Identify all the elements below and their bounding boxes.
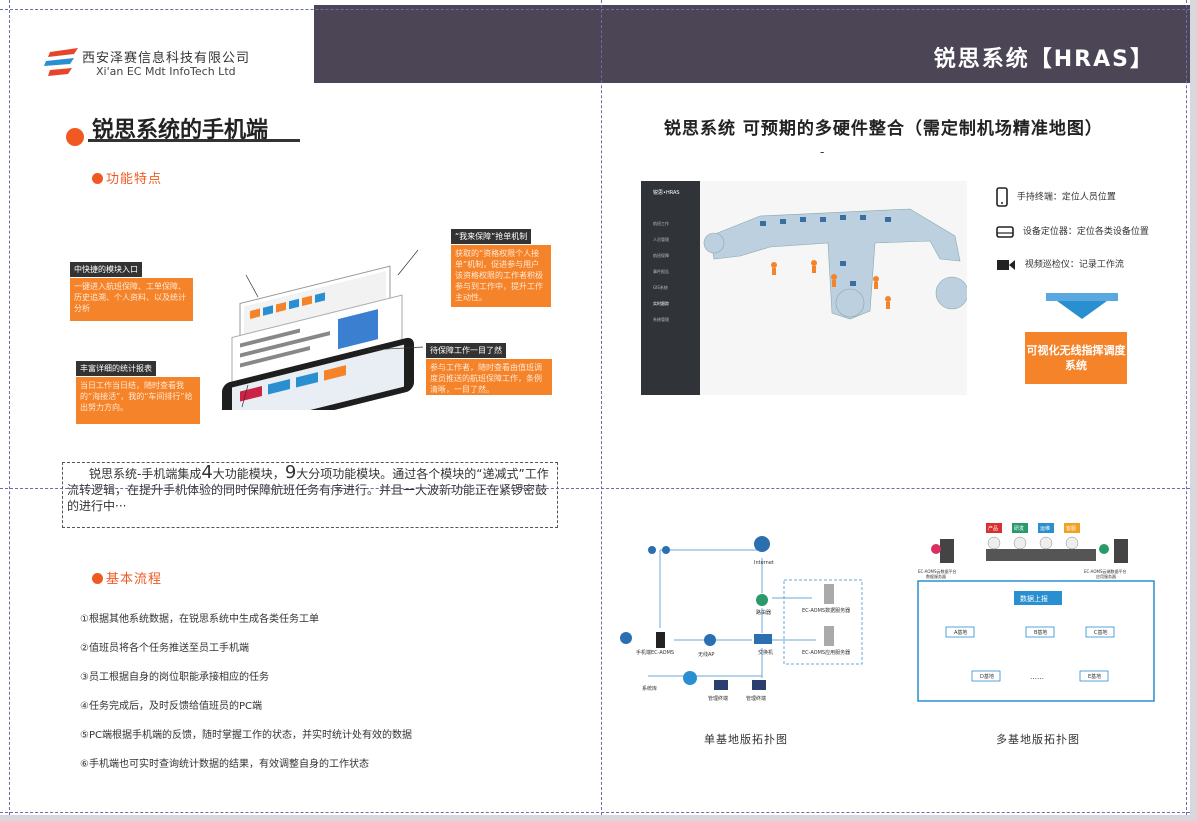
callout-body: 一键进入航班保障、工单保障、历史追溯、个人资料、以及统计分析 bbox=[70, 278, 193, 321]
bullet-dot-icon bbox=[92, 573, 103, 584]
svg-text:数据服务器: 数据服务器 bbox=[926, 573, 946, 579]
callout-body: 参与工作者，随时查看由值班调度员推送的航班保障工作，条例清晰，一目了然。 bbox=[426, 359, 552, 395]
intro-paragraph: 锐思系统-手机端集成4大功能模块，9大分项功能模块。通过各个模块的“递减式”工作… bbox=[62, 462, 558, 528]
guide-line bbox=[9, 0, 10, 815]
svg-text:……: …… bbox=[1030, 673, 1044, 681]
multi-site-caption: 多基地版拓扑图 bbox=[996, 733, 1080, 746]
device-camera: 视频巡检仪：记录工作流 bbox=[996, 257, 1124, 272]
airport-map-screenshot: 锐思•HRAS 航班工作 人员管理 航班保障 事件报告 GIS系统 实时跟踪 系… bbox=[641, 181, 967, 395]
left-main-title: 锐思系统的手机端 bbox=[92, 118, 269, 143]
process-step: ⑥手机端也可实时查询统计数据的结果，有效调整自身的工作状态 bbox=[80, 759, 369, 770]
svg-text:客服: 客服 bbox=[1066, 525, 1076, 532]
single-site-topology-diagram: Internet 路由器 EC-AOMS数据服务器 EC-AOMS应用服务器 手… bbox=[620, 536, 863, 702]
svg-text:路由器: 路由器 bbox=[756, 609, 771, 616]
callout-title: 待保障工作一目了然 bbox=[426, 343, 506, 358]
svg-text:产品: 产品 bbox=[988, 525, 998, 532]
svg-text:EC-AOMS应用服务器: EC-AOMS应用服务器 bbox=[802, 649, 850, 656]
process-heading: 基本流程 bbox=[92, 568, 162, 587]
phone-icon bbox=[996, 187, 1008, 207]
svg-text:E基地: E基地 bbox=[1088, 673, 1101, 680]
svg-text:管理终端: 管理终端 bbox=[708, 695, 728, 702]
svg-text:管理终端: 管理终端 bbox=[746, 695, 766, 702]
svg-text:运维: 运维 bbox=[1040, 525, 1050, 532]
title-dash: - bbox=[820, 145, 825, 159]
terminal-map-graphic bbox=[703, 208, 967, 320]
bullet-dot-icon bbox=[92, 173, 103, 184]
svg-text:C基地: C基地 bbox=[1094, 629, 1108, 636]
company-name-cn: 西安泽赛信息科技有限公司 bbox=[82, 51, 251, 66]
process-step: ①根据其他系统数据，在锐思系统中生成各类任务工单 bbox=[80, 614, 319, 625]
svg-text:B基地: B基地 bbox=[1034, 629, 1047, 636]
svg-text:D基地: D基地 bbox=[980, 673, 994, 680]
callout-title: 中快捷的模块入口 bbox=[70, 262, 142, 277]
svg-text:手机端EC-AOMS: 手机端EC-AOMS bbox=[636, 649, 674, 656]
guide-line bbox=[0, 812, 1190, 813]
callout-title: 丰富详细的统计报表 bbox=[76, 361, 156, 376]
svg-text:系统库: 系统库 bbox=[642, 685, 657, 692]
right-title: 锐思系统 可预期的多硬件整合（需定制机场精准地图） bbox=[664, 119, 1103, 139]
guide-line bbox=[1186, 0, 1187, 815]
callout-body: 获取的“资格权限个人接单”机制，促进参与用户该资格权限的工作者积极参与到工作中，… bbox=[451, 245, 551, 307]
visual-dispatch-box: 可视化无线指挥调度系统 bbox=[1025, 332, 1127, 384]
process-step: ④任务完成后，及时反馈给值班员的PC端 bbox=[80, 701, 262, 712]
process-step: ⑤PC端根据手机端的反馈，随时掌握工作的状态，并实时统计处有效的数据 bbox=[80, 730, 412, 741]
svg-text:数据上报: 数据上报 bbox=[1020, 594, 1048, 603]
svg-text:EC-AOMS云端数据平台: EC-AOMS云端数据平台 bbox=[1084, 568, 1126, 574]
single-site-caption: 单基地版拓扑图 bbox=[704, 733, 788, 746]
svg-text:A基地: A基地 bbox=[954, 629, 967, 636]
multi-site-topology-diagram: 产品 研发 运维 客服 数据上报 A基地 B基地 C基地 D基地 E基地 …… bbox=[917, 523, 1155, 702]
phone-screens-illustration bbox=[222, 249, 424, 410]
header-title: 锐思系统【HRAS】 bbox=[933, 47, 1154, 72]
map-sidebar: 锐思•HRAS 航班工作 人员管理 航班保障 事件报告 GIS系统 实时跟踪 系… bbox=[641, 181, 700, 395]
guide-line bbox=[601, 0, 602, 815]
callout-body: 当日工作当日结，随时查看我的“海接活”，我的“车间排行”给出努力方向。 bbox=[76, 377, 200, 424]
svg-text:应用服务器: 应用服务器 bbox=[1096, 573, 1116, 579]
process-steps-list: ①根据其他系统数据，在锐思系统中生成各类任务工单 ②值班员将各个任务推送至员工手… bbox=[80, 610, 412, 784]
heading-dot-icon bbox=[66, 128, 84, 146]
svg-text:研发: 研发 bbox=[1014, 525, 1024, 532]
guide-line bbox=[0, 9, 1190, 10]
svg-text:EC-AOMS数据服务器: EC-AOMS数据服务器 bbox=[802, 607, 850, 614]
process-step: ③员工根据自身的岗位职能承接相应的任务 bbox=[80, 672, 269, 683]
svg-text:无线AP: 无线AP bbox=[698, 651, 714, 658]
features-heading: 功能特点 bbox=[92, 168, 162, 187]
device-locator: 设备定位器：定位各类设备位置 bbox=[996, 224, 1149, 239]
arrow-down-icon bbox=[1046, 293, 1118, 319]
camera-icon bbox=[997, 259, 1015, 270]
svg-text:EC-AOMS云数据平台: EC-AOMS云数据平台 bbox=[918, 568, 956, 574]
company-name-en: Xi'an EC Mdt InfoTech Ltd bbox=[96, 65, 236, 78]
device-handheld: 手持终端：定位人员位置 bbox=[996, 187, 1116, 207]
company-logo-icon bbox=[44, 48, 78, 76]
header-band: 锐思系统【HRAS】 bbox=[314, 5, 1190, 83]
heading-underline bbox=[88, 139, 300, 142]
guide-line bbox=[0, 488, 1190, 489]
locator-icon bbox=[996, 225, 1014, 238]
svg-text:交换机: 交换机 bbox=[758, 649, 773, 656]
callout-title: “我来保障”抢单机制 bbox=[451, 229, 532, 244]
process-step: ②值班员将各个任务推送至员工手机端 bbox=[80, 643, 249, 654]
svg-text:Internet: Internet bbox=[754, 560, 774, 566]
